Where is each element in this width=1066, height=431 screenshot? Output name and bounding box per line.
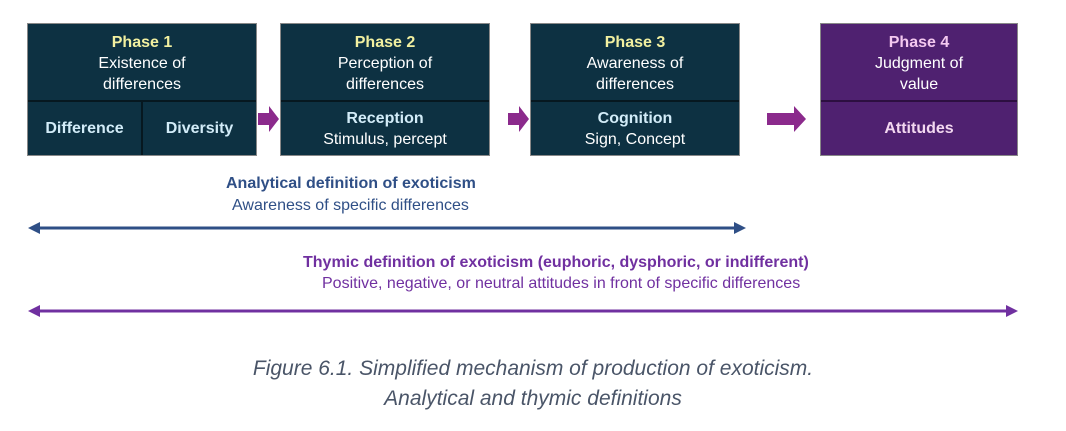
caption-line-1: Figure 6.1. Simplified mechanism of prod… — [252, 357, 814, 380]
cognition-label: Cognition — [597, 109, 673, 127]
phase-desc: differences — [346, 76, 424, 93]
phase-desc: Awareness of — [586, 55, 684, 72]
figure-caption: Figure 6.1. Simplified mechanism of prod… — [0, 354, 1066, 414]
phase-desc: differences — [103, 76, 181, 93]
reception-detail: Stimulus, percept — [323, 130, 447, 148]
analytical-double-arrow — [28, 222, 746, 234]
arrow-right-icon — [258, 106, 279, 132]
phase-2-box: Phase 2 Perception of differences Receptio… — [280, 23, 490, 156]
diversity-label: Diversity — [165, 120, 234, 137]
phase-desc: value — [899, 76, 939, 93]
analytical-subtitle: Awareness of specific differences — [232, 197, 469, 214]
phase-desc: Perception of — [337, 55, 433, 72]
phase-title: Phase 2 — [354, 34, 416, 51]
phase-title: Phase 4 — [888, 34, 950, 51]
phase-desc: differences — [596, 76, 674, 93]
phase-desc: Judgment of — [874, 55, 964, 72]
cognition-detail: Sign, Concept — [584, 130, 686, 148]
caption-line-2: Analytical and thymic definitions — [384, 387, 682, 410]
thymic-double-arrow — [28, 305, 1018, 317]
thymic-subtitle: Positive, negative, or neutral attitudes… — [322, 275, 801, 292]
phase-4-box: Phase 4 Judgment of value Attitudes — [820, 23, 1018, 156]
attitudes-label: Attitudes — [884, 120, 954, 137]
arrow-right-icon — [508, 106, 529, 132]
difference-label: Difference — [45, 120, 124, 137]
analytical-title: Analytical definition of exoticism — [226, 175, 476, 192]
phase-title: Phase 1 — [111, 34, 173, 51]
reception-label: Reception — [346, 109, 424, 127]
phase-title: Phase 3 — [604, 34, 666, 51]
thymic-title: Thymic definition of exoticism (euphoric… — [303, 254, 809, 271]
phase-3-box: Phase 3 Awareness of differences Cognition… — [530, 23, 740, 156]
arrow-right-icon — [767, 106, 806, 132]
phase-1-box: Phase 1 Existence of differences Differenc… — [27, 23, 257, 156]
phase-desc: Existence of — [98, 55, 186, 72]
